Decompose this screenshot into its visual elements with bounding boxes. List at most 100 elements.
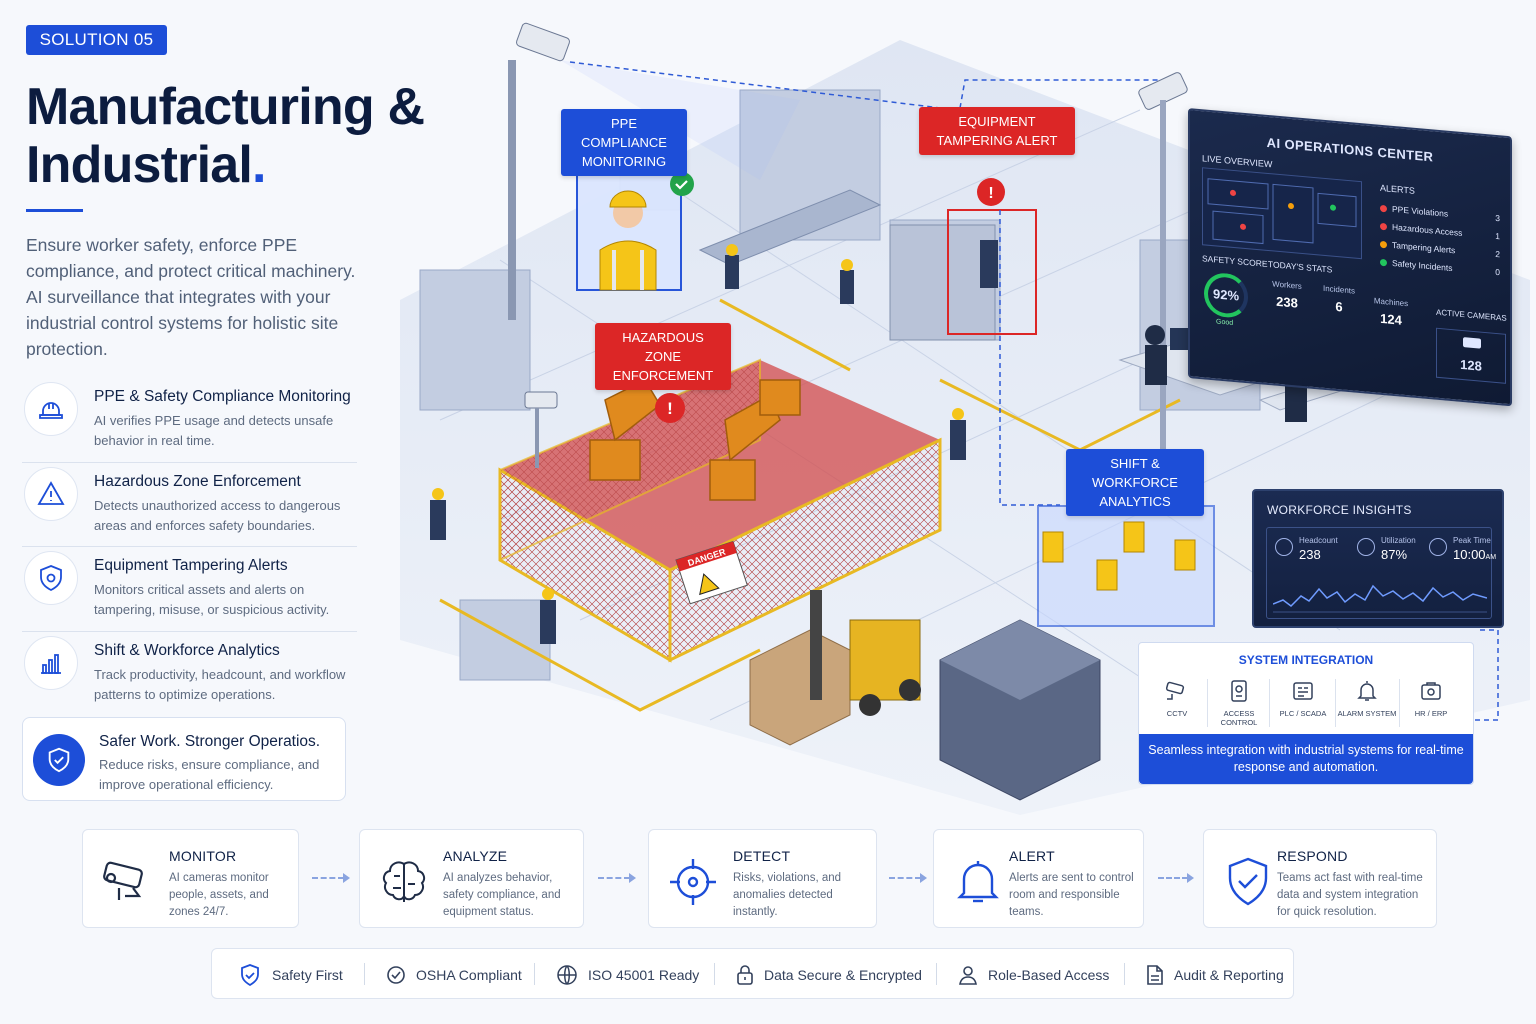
compliance-strip: Safety First OSHA Compliant ISO 45001 Re… (211, 948, 1294, 999)
ops-safety-score: 92% (1204, 271, 1248, 320)
globe-icon (557, 964, 577, 985)
ops-alerts-heading: ALERTS (1380, 182, 1415, 196)
integration-divider (1207, 679, 1208, 727)
integration-hr-erp: HR / ERP (1401, 677, 1461, 718)
intro-paragraph: Ensure worker safety, enforce PPE compli… (26, 235, 356, 359)
page-title-line1: Manufacturing & (26, 78, 425, 136)
feature-list: PPE & Safety Compliance Monitoring AI ve… (22, 378, 357, 716)
solution-badge: SOLUTION 05 (26, 25, 167, 55)
shield-check-icon (33, 734, 85, 786)
flow-arrow (1158, 873, 1194, 883)
step-title: RESPOND (1277, 848, 1348, 864)
step-title: MONITOR (169, 848, 237, 864)
feature-desc: Monitors critical assets and alerts on t… (94, 582, 330, 617)
step-desc: Alerts are sent to control room and resp… (1009, 872, 1134, 918)
cctv-icon (1147, 677, 1207, 705)
warning-triangle-icon (24, 466, 78, 521)
map-icon (1207, 178, 1357, 245)
integration-plc-scada: PLC / SCADA (1273, 677, 1333, 718)
strip-divider (714, 963, 715, 985)
bar-chart-icon (24, 635, 78, 690)
user-icon (959, 965, 977, 985)
ops-active-cameras-label: ACTIVE CAMERAS (1436, 307, 1507, 323)
step-desc: Teams act fast with real-time data and s… (1277, 872, 1423, 918)
camera-icon (1463, 337, 1481, 349)
feature-hazard: Hazardous Zone Enforcement Detects unaut… (22, 463, 357, 547)
check-circle-icon (387, 965, 405, 984)
tag-ppe-compliance: PPE COMPLIANCE MONITORING (561, 109, 687, 176)
safer-desc: Reduce risks, ensure compliance, and imp… (99, 757, 320, 792)
flow-arrow (889, 873, 927, 883)
title-underline (26, 209, 83, 212)
access-control-icon (1209, 677, 1269, 705)
integration-divider (1399, 679, 1400, 727)
strip-safety-first: Safety First (238, 949, 343, 1000)
alert-dot-icon (1380, 241, 1387, 249)
feature-tampering: Equipment Tampering Alerts Monitors crit… (22, 547, 357, 632)
integration-footer: Seamless integration with industrial sys… (1139, 734, 1473, 784)
ops-live-overview-label: LIVE OVERVIEW (1202, 153, 1273, 170)
alert-dot-icon (1380, 223, 1387, 231)
ops-safety-score-sub: Good (1216, 318, 1234, 327)
strip-data-secure: Data Secure & Encrypted (736, 949, 922, 1000)
shield-check-icon (1218, 852, 1278, 912)
alarm-bell-icon (1337, 677, 1397, 705)
alert-dot-icon (1380, 205, 1387, 213)
strip-audit: Audit & Reporting (1146, 949, 1284, 1000)
step-analyze: ANALYZE AI analyzes behavior, safety com… (359, 829, 584, 928)
ops-safety-score-label: SAFETY SCORE (1202, 253, 1268, 269)
flow-arrow (598, 873, 636, 883)
feature-title: PPE & Safety Compliance Monitoring (94, 388, 351, 405)
feature-ppe: PPE & Safety Compliance Monitoring AI ve… (22, 378, 357, 463)
tag-hazardous-zone: HAZARDOUS ZONE ENFORCEMENT (595, 323, 731, 390)
integration-access-control: ACCESS CONTROL (1209, 677, 1269, 727)
strip-role-access: Role-Based Access (958, 949, 1109, 1000)
clock-icon (1429, 538, 1447, 556)
gauge-icon (1357, 538, 1375, 556)
ppe-worker-illustration (599, 190, 657, 291)
strip-divider (1124, 963, 1125, 985)
strip-osha: OSHA Compliant (386, 949, 522, 1000)
strip-divider (936, 963, 937, 985)
workforce-title: WORKFORCE INSIGHTS (1267, 503, 1412, 517)
people-icon (1275, 538, 1293, 556)
ai-operations-screen: AI OPERATIONS CENTER LIVE OVERVIEW ALERT… (1188, 108, 1512, 407)
feature-title: Shift & Workforce Analytics (94, 641, 280, 659)
lock-icon (737, 964, 753, 985)
strip-divider (534, 963, 535, 985)
step-desc: AI cameras monitor people, assets, and z… (169, 872, 269, 918)
step-detect: DETECT Risks, violations, and anomalies … (648, 829, 877, 928)
safer-title: Safer Work. Stronger Operatios. (99, 733, 321, 750)
feature-desc: AI verifies PPE usage and detects unsafe… (94, 413, 334, 448)
integration-divider (1335, 679, 1336, 727)
shield-check-icon (241, 963, 259, 986)
step-desc: Risks, violations, and anomalies detecte… (733, 872, 842, 918)
tag-shift-workforce: SHIFT & WORKFORCE ANALYTICS (1066, 449, 1204, 516)
integration-cctv: CCTV (1147, 677, 1207, 718)
hr-erp-icon (1401, 677, 1461, 705)
integration-alarm-system: ALARM SYSTEM (1337, 677, 1397, 718)
workforce-sparkline (1273, 584, 1487, 613)
feature-desc: Detects unauthorized access to dangerous… (94, 497, 341, 533)
tag-equipment-tampering: EQUIPMENT TAMPERING ALERT (919, 107, 1075, 155)
step-monitor: MONITOR AI cameras monitor people, asset… (82, 829, 299, 928)
target-icon (663, 852, 723, 912)
bell-icon (948, 852, 1008, 912)
ops-active-cameras: 128 (1436, 327, 1506, 384)
step-title: ALERT (1009, 848, 1055, 864)
ops-live-map (1202, 167, 1362, 260)
alert-dot-icon (1380, 259, 1387, 267)
svg-text:!: ! (988, 185, 993, 202)
cctv-camera-cage (524, 391, 558, 468)
cctv-camera-right (1138, 72, 1188, 500)
